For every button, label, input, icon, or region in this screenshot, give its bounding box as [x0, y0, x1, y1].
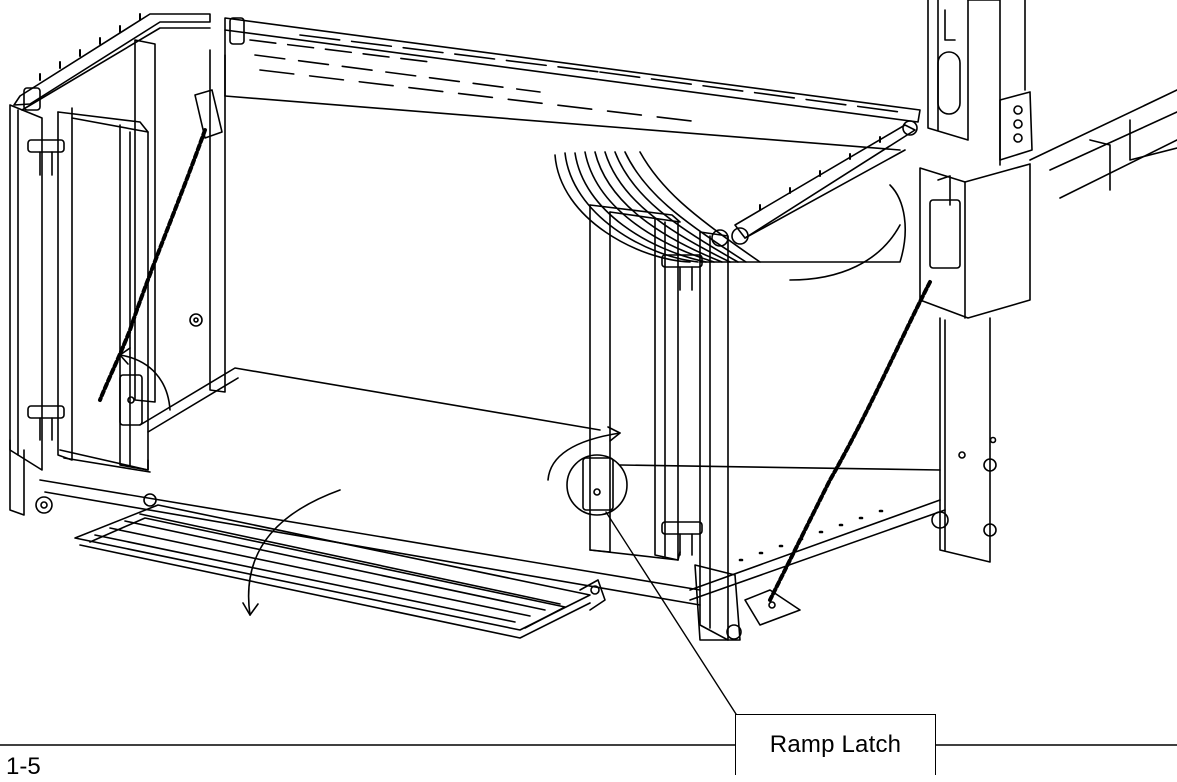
- left-upright: [9, 39, 226, 516]
- right-mast: [919, 0, 1177, 563]
- figure-number-label: 1-5: [6, 753, 41, 780]
- right-upright: [547, 204, 801, 641]
- right-cross-rail: [731, 120, 918, 245]
- right-chain: [768, 280, 932, 602]
- ramp-step: [74, 489, 606, 639]
- coiled-drum: [554, 151, 906, 281]
- ramp-latch-callout: Ramp Latch: [735, 714, 936, 775]
- platform-floor: [39, 367, 949, 606]
- top-frame: [13, 13, 921, 151]
- callout-leader-line: [605, 511, 737, 715]
